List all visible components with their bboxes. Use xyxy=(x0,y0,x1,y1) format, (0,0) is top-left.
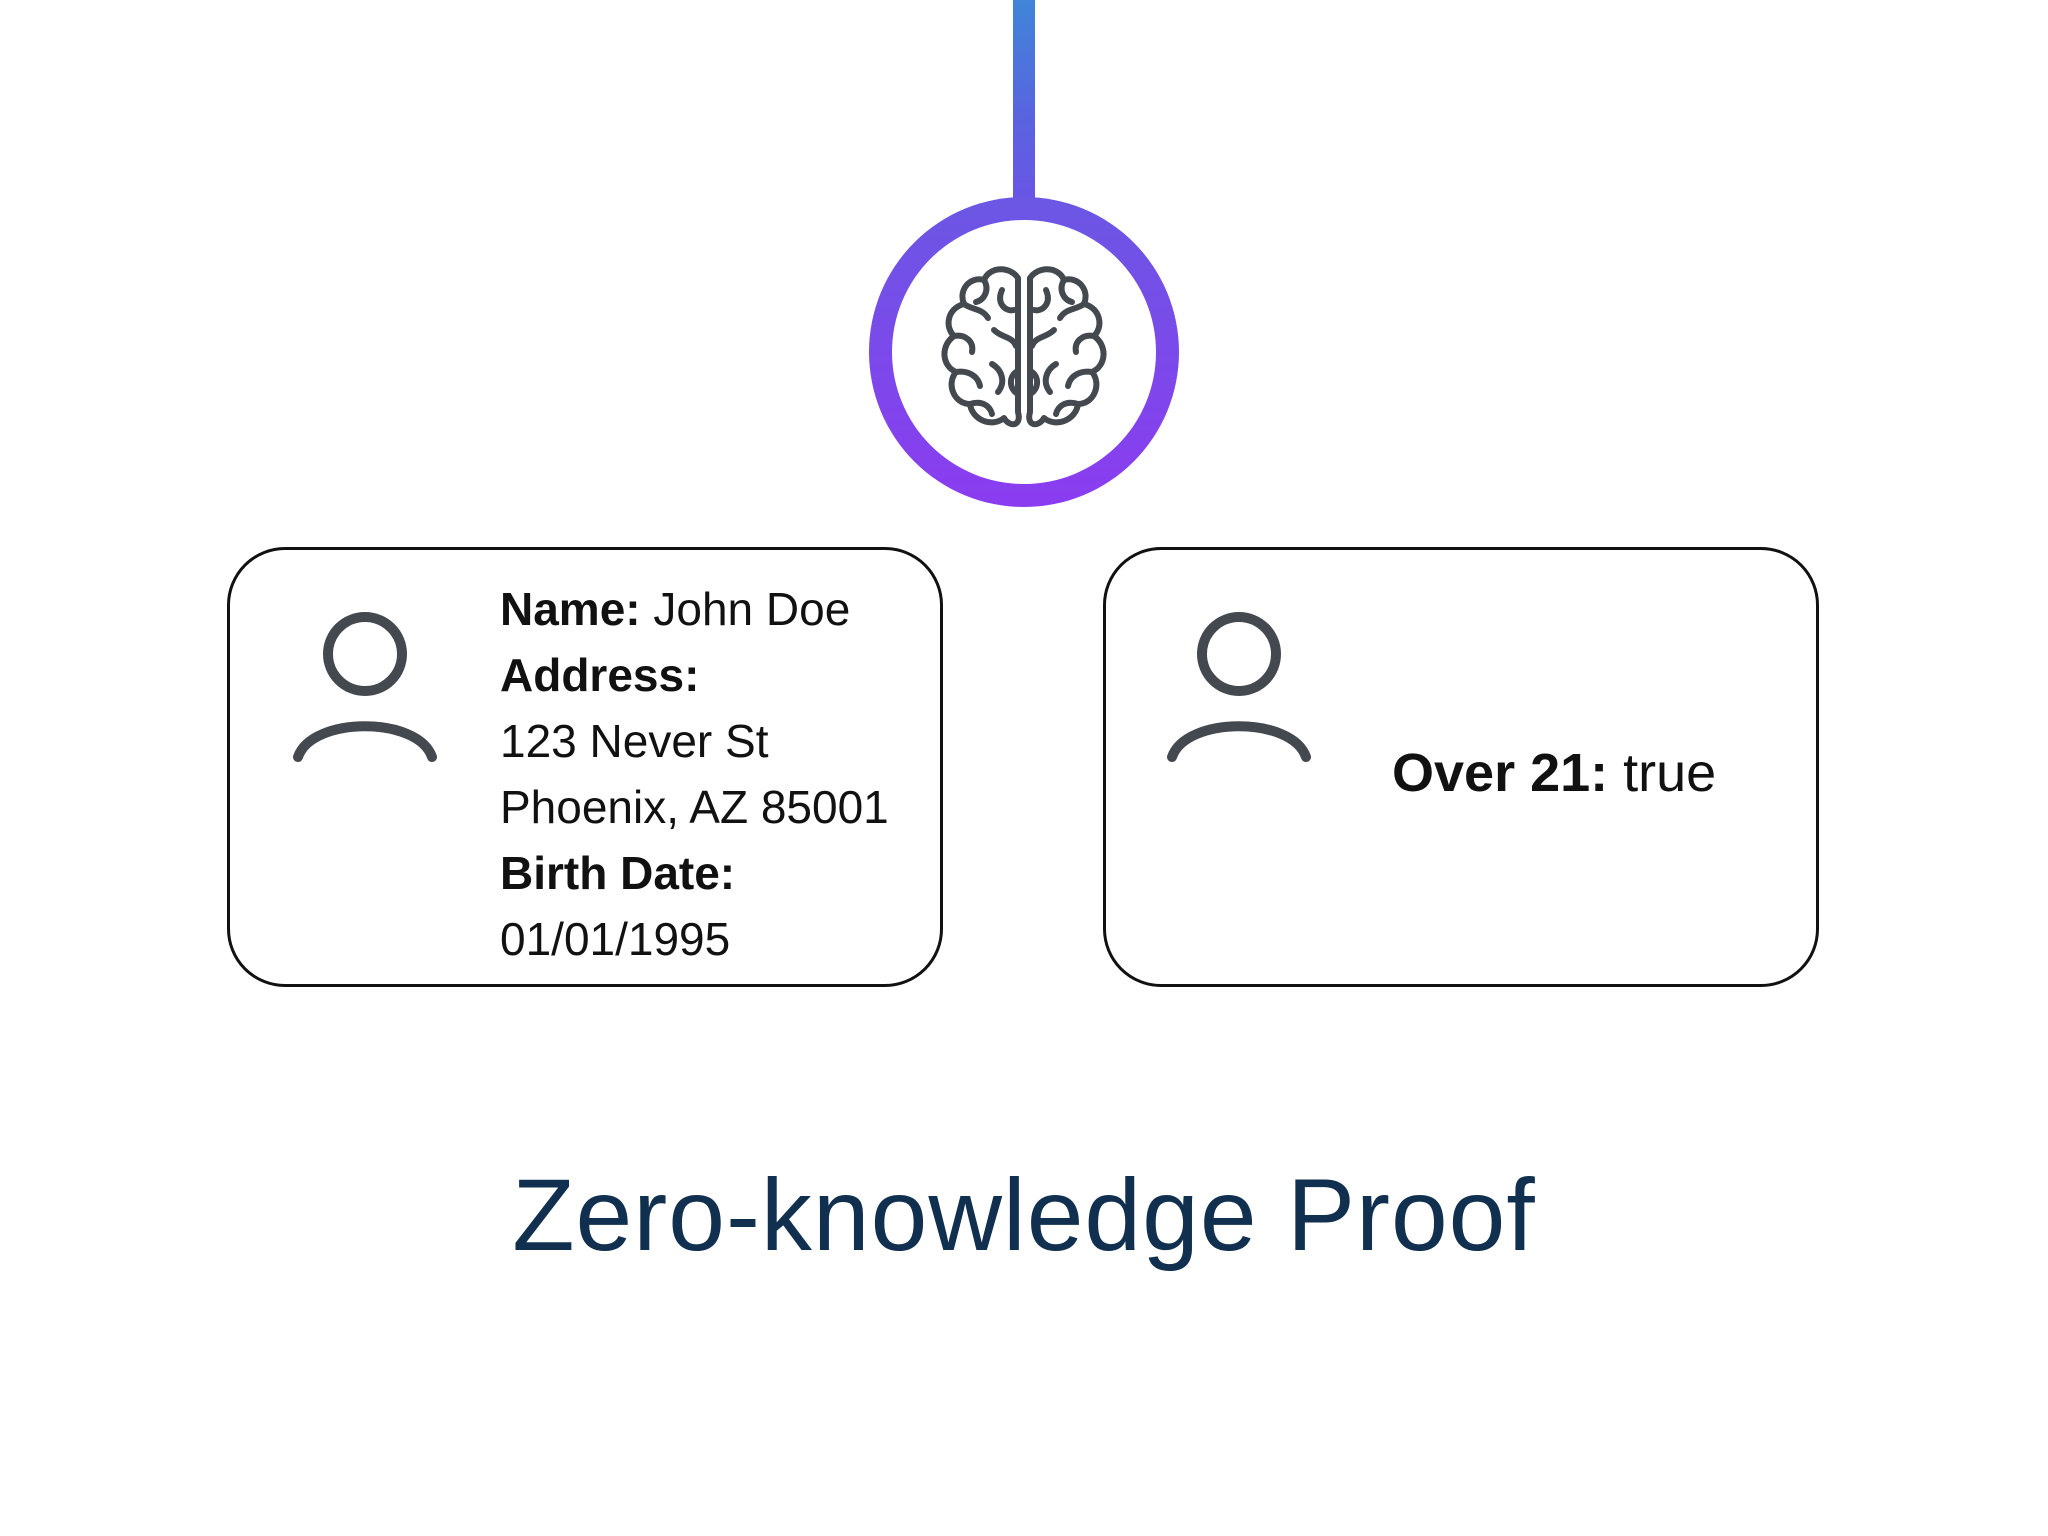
credential-details: Name: John Doe Address: 123 Never St Pho… xyxy=(500,576,930,972)
address-line-2: Phoenix, AZ 85001 xyxy=(500,781,889,833)
address-line-1: 123 Never St xyxy=(500,715,769,767)
connector-line xyxy=(1013,0,1035,200)
proof-credential-card: Over 21: true xyxy=(1103,547,1819,987)
user-icon xyxy=(1167,612,1311,762)
birth-date-value: 01/01/1995 xyxy=(500,913,731,965)
user-icon xyxy=(293,612,437,762)
brain-node xyxy=(869,197,1179,507)
over-21-value: true xyxy=(1608,743,1717,803)
name-value: John Doe xyxy=(640,583,851,635)
name-label: Name: xyxy=(500,583,641,635)
brain-node-inner xyxy=(892,220,1156,484)
name-row: Name: John Doe xyxy=(500,576,930,642)
address-label: Address: xyxy=(500,649,700,701)
over-21-label: Over 21: xyxy=(1392,743,1609,803)
birth-date-label: Birth Date: xyxy=(500,847,736,899)
full-credential-card: Name: John Doe Address: 123 Never St Pho… xyxy=(227,547,943,987)
over-21-row: Over 21: true xyxy=(1392,740,1716,806)
brain-icon xyxy=(941,266,1107,428)
diagram-caption: Zero-knowledge Proof xyxy=(512,1158,1536,1272)
